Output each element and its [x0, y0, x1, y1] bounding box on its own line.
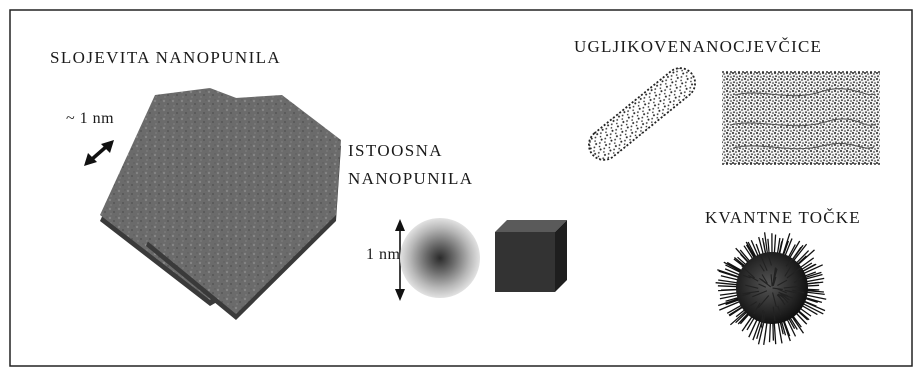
- isotropic-title-line1: ISTOOSNA: [348, 141, 443, 160]
- nanosphere: [400, 218, 480, 298]
- carbon-nanotubes-title: UGLJIKOVENANOCJEVČICE: [574, 37, 822, 56]
- isotropic-title-line2: NANOPUNILA: [348, 169, 473, 188]
- quantum-dot: [716, 232, 827, 345]
- quantum-dots-title: KVANTNE TOČKE: [705, 208, 861, 227]
- layered-fillers-title: SLOJEVITA NANOPUNILA: [50, 48, 281, 67]
- nanotube-angled: [583, 62, 701, 166]
- diagonal-double-arrow-icon: [84, 140, 114, 166]
- nanocube: [495, 220, 567, 292]
- quantum-dot-core: [736, 252, 808, 324]
- layer-thickness-label: ~ 1 nm: [66, 110, 114, 127]
- isotropic-size-label: 1 nm: [366, 246, 401, 263]
- nanotube-side-view: [722, 72, 880, 164]
